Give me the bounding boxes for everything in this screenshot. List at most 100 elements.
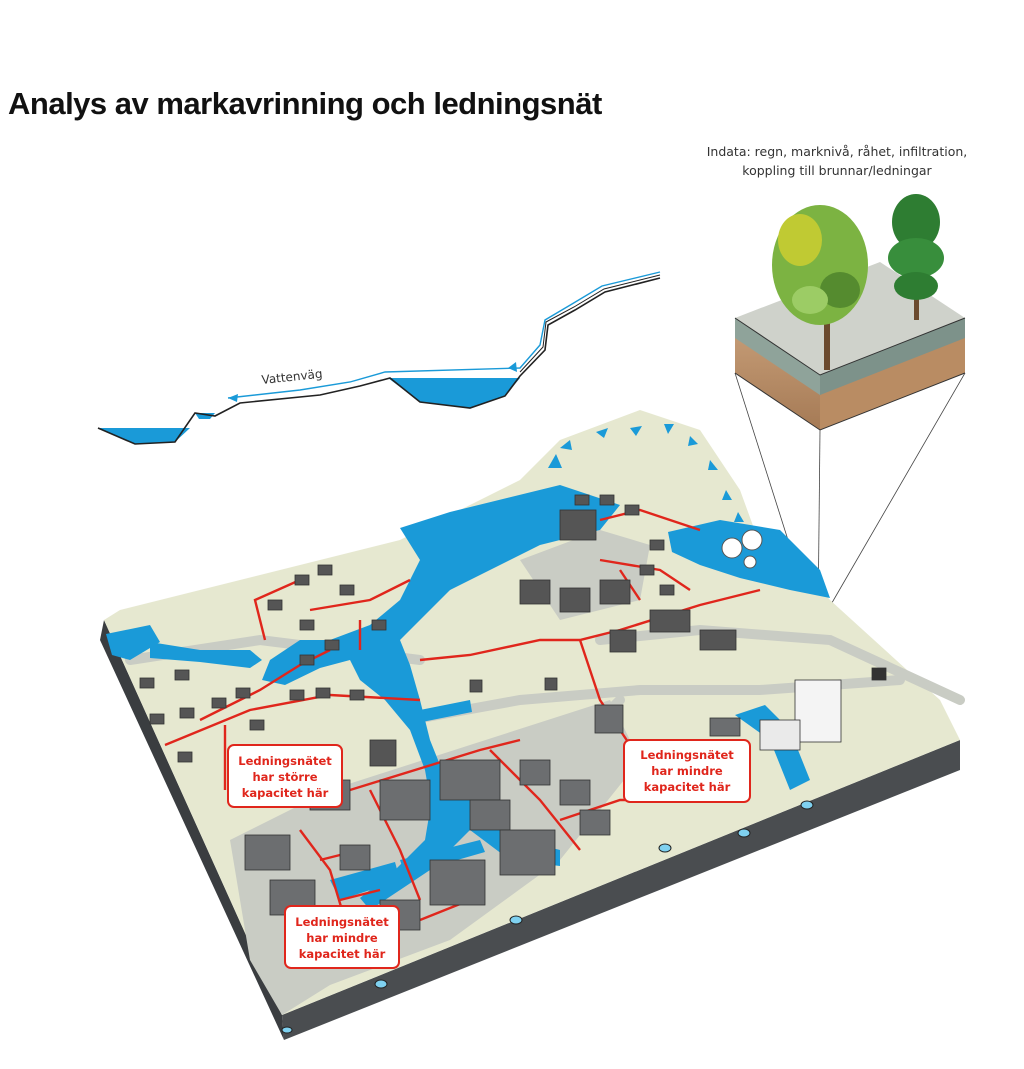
block-building bbox=[499, 829, 556, 876]
callout-smaller-capacity-south: Ledningsnätet har mindre kapacitet här bbox=[284, 905, 400, 969]
manholes bbox=[281, 800, 814, 1034]
river-main bbox=[262, 560, 460, 820]
house bbox=[349, 689, 365, 701]
house bbox=[211, 697, 227, 709]
soil-sample-block bbox=[734, 194, 966, 626]
house bbox=[639, 564, 655, 576]
block-building bbox=[709, 717, 741, 737]
profile-flow-line bbox=[227, 271, 661, 399]
roundabout bbox=[562, 722, 598, 758]
callout-line-3: kapacitet här bbox=[299, 947, 386, 961]
diagram-title: Analys av markavrinning och ledningsnät bbox=[8, 86, 602, 121]
manhole-icon bbox=[737, 828, 751, 838]
block-building bbox=[559, 509, 597, 541]
pipe bbox=[599, 558, 691, 591]
flow-arrow-icon bbox=[548, 454, 562, 468]
house bbox=[371, 619, 387, 631]
manhole-icon bbox=[800, 800, 814, 810]
block-building bbox=[429, 859, 486, 906]
house bbox=[599, 494, 615, 506]
flow-arrow-icon bbox=[722, 490, 732, 500]
callout-larger-capacity: Ledningsnätet har större kapacitet här bbox=[227, 744, 343, 808]
stream-west bbox=[150, 642, 262, 668]
callout-line-2: har större bbox=[252, 770, 317, 784]
callout-smaller-capacity-east: Ledningsnätet har mindre kapacitet här bbox=[623, 739, 751, 803]
water-profile: Vattenväg bbox=[97, 271, 661, 445]
house bbox=[649, 539, 665, 551]
profile-label: Vattenväg bbox=[261, 367, 323, 387]
flow-arrow-icon bbox=[228, 394, 238, 402]
house bbox=[544, 677, 558, 691]
flooded-street bbox=[400, 840, 485, 875]
house bbox=[315, 687, 331, 699]
callout-box bbox=[284, 905, 400, 969]
house bbox=[299, 654, 315, 666]
map-base-left bbox=[100, 620, 284, 1040]
house bbox=[235, 687, 251, 699]
manhole-icon bbox=[509, 915, 523, 925]
house bbox=[174, 669, 190, 681]
callout-line-2: har mindre bbox=[651, 764, 723, 778]
tower-building-side bbox=[759, 719, 801, 751]
block-building bbox=[379, 779, 431, 821]
house bbox=[469, 679, 483, 693]
flow-arrow-icon bbox=[708, 460, 718, 470]
house bbox=[574, 494, 590, 506]
pipe bbox=[349, 738, 521, 792]
road bbox=[595, 624, 965, 705]
block-building bbox=[519, 759, 551, 786]
projection-line bbox=[821, 372, 966, 621]
house bbox=[324, 639, 340, 651]
flow-arrow-icon bbox=[560, 440, 572, 450]
house bbox=[299, 619, 315, 631]
soil-layer-top bbox=[735, 318, 820, 395]
block-building bbox=[244, 834, 291, 871]
flow-arrow-icon bbox=[630, 426, 642, 436]
block-building bbox=[439, 759, 501, 801]
block-building bbox=[339, 844, 371, 871]
profile-water-pool-1 bbox=[98, 428, 190, 444]
rock bbox=[871, 667, 887, 681]
callout-box bbox=[227, 744, 343, 808]
input-data-line-1: Indata: regn, marknivå, råhet, infiltrat… bbox=[706, 144, 968, 159]
input-data-note: Indata: regn, marknivå, råhet, infiltrat… bbox=[672, 142, 1002, 180]
pipe bbox=[309, 578, 411, 612]
house bbox=[339, 584, 355, 596]
crossing-band bbox=[410, 700, 472, 724]
house bbox=[249, 719, 265, 731]
block-building bbox=[559, 587, 591, 613]
buildings bbox=[139, 494, 887, 931]
house bbox=[139, 677, 155, 689]
callout-line-3: kapacitet här bbox=[644, 780, 731, 794]
tower-building bbox=[794, 679, 842, 743]
profile-water-pool-3 bbox=[388, 378, 520, 408]
soil-layer-top-right bbox=[820, 318, 965, 395]
flow-arrow-icon bbox=[596, 428, 608, 438]
profile-ground-line bbox=[97, 277, 661, 445]
deciduous-tree-icon bbox=[772, 205, 868, 370]
pipe bbox=[253, 578, 301, 641]
pipe bbox=[299, 829, 347, 921]
house bbox=[317, 564, 333, 576]
pipe bbox=[599, 508, 701, 532]
block-building bbox=[599, 579, 631, 605]
pipe bbox=[489, 749, 581, 851]
town-map bbox=[100, 410, 965, 1040]
pipe-network bbox=[164, 508, 761, 922]
profile-flow-line-2 bbox=[519, 274, 661, 373]
block-building bbox=[609, 629, 637, 653]
block-building bbox=[649, 609, 691, 633]
flooded-street bbox=[330, 862, 400, 900]
tank bbox=[741, 529, 763, 551]
runoff-arrows bbox=[548, 424, 744, 522]
input-data-line-2: koppling till brunnar/ledningar bbox=[742, 163, 932, 178]
block-building bbox=[594, 704, 624, 734]
callout-line-3: kapacitet här bbox=[242, 786, 329, 800]
manhole-icon bbox=[658, 843, 672, 853]
manhole-icon bbox=[281, 1026, 293, 1034]
flow-arrow-icon bbox=[734, 512, 744, 522]
pipe bbox=[199, 648, 331, 722]
pipe bbox=[339, 888, 381, 902]
callout-line-1: Ledningsnätet bbox=[238, 754, 332, 768]
